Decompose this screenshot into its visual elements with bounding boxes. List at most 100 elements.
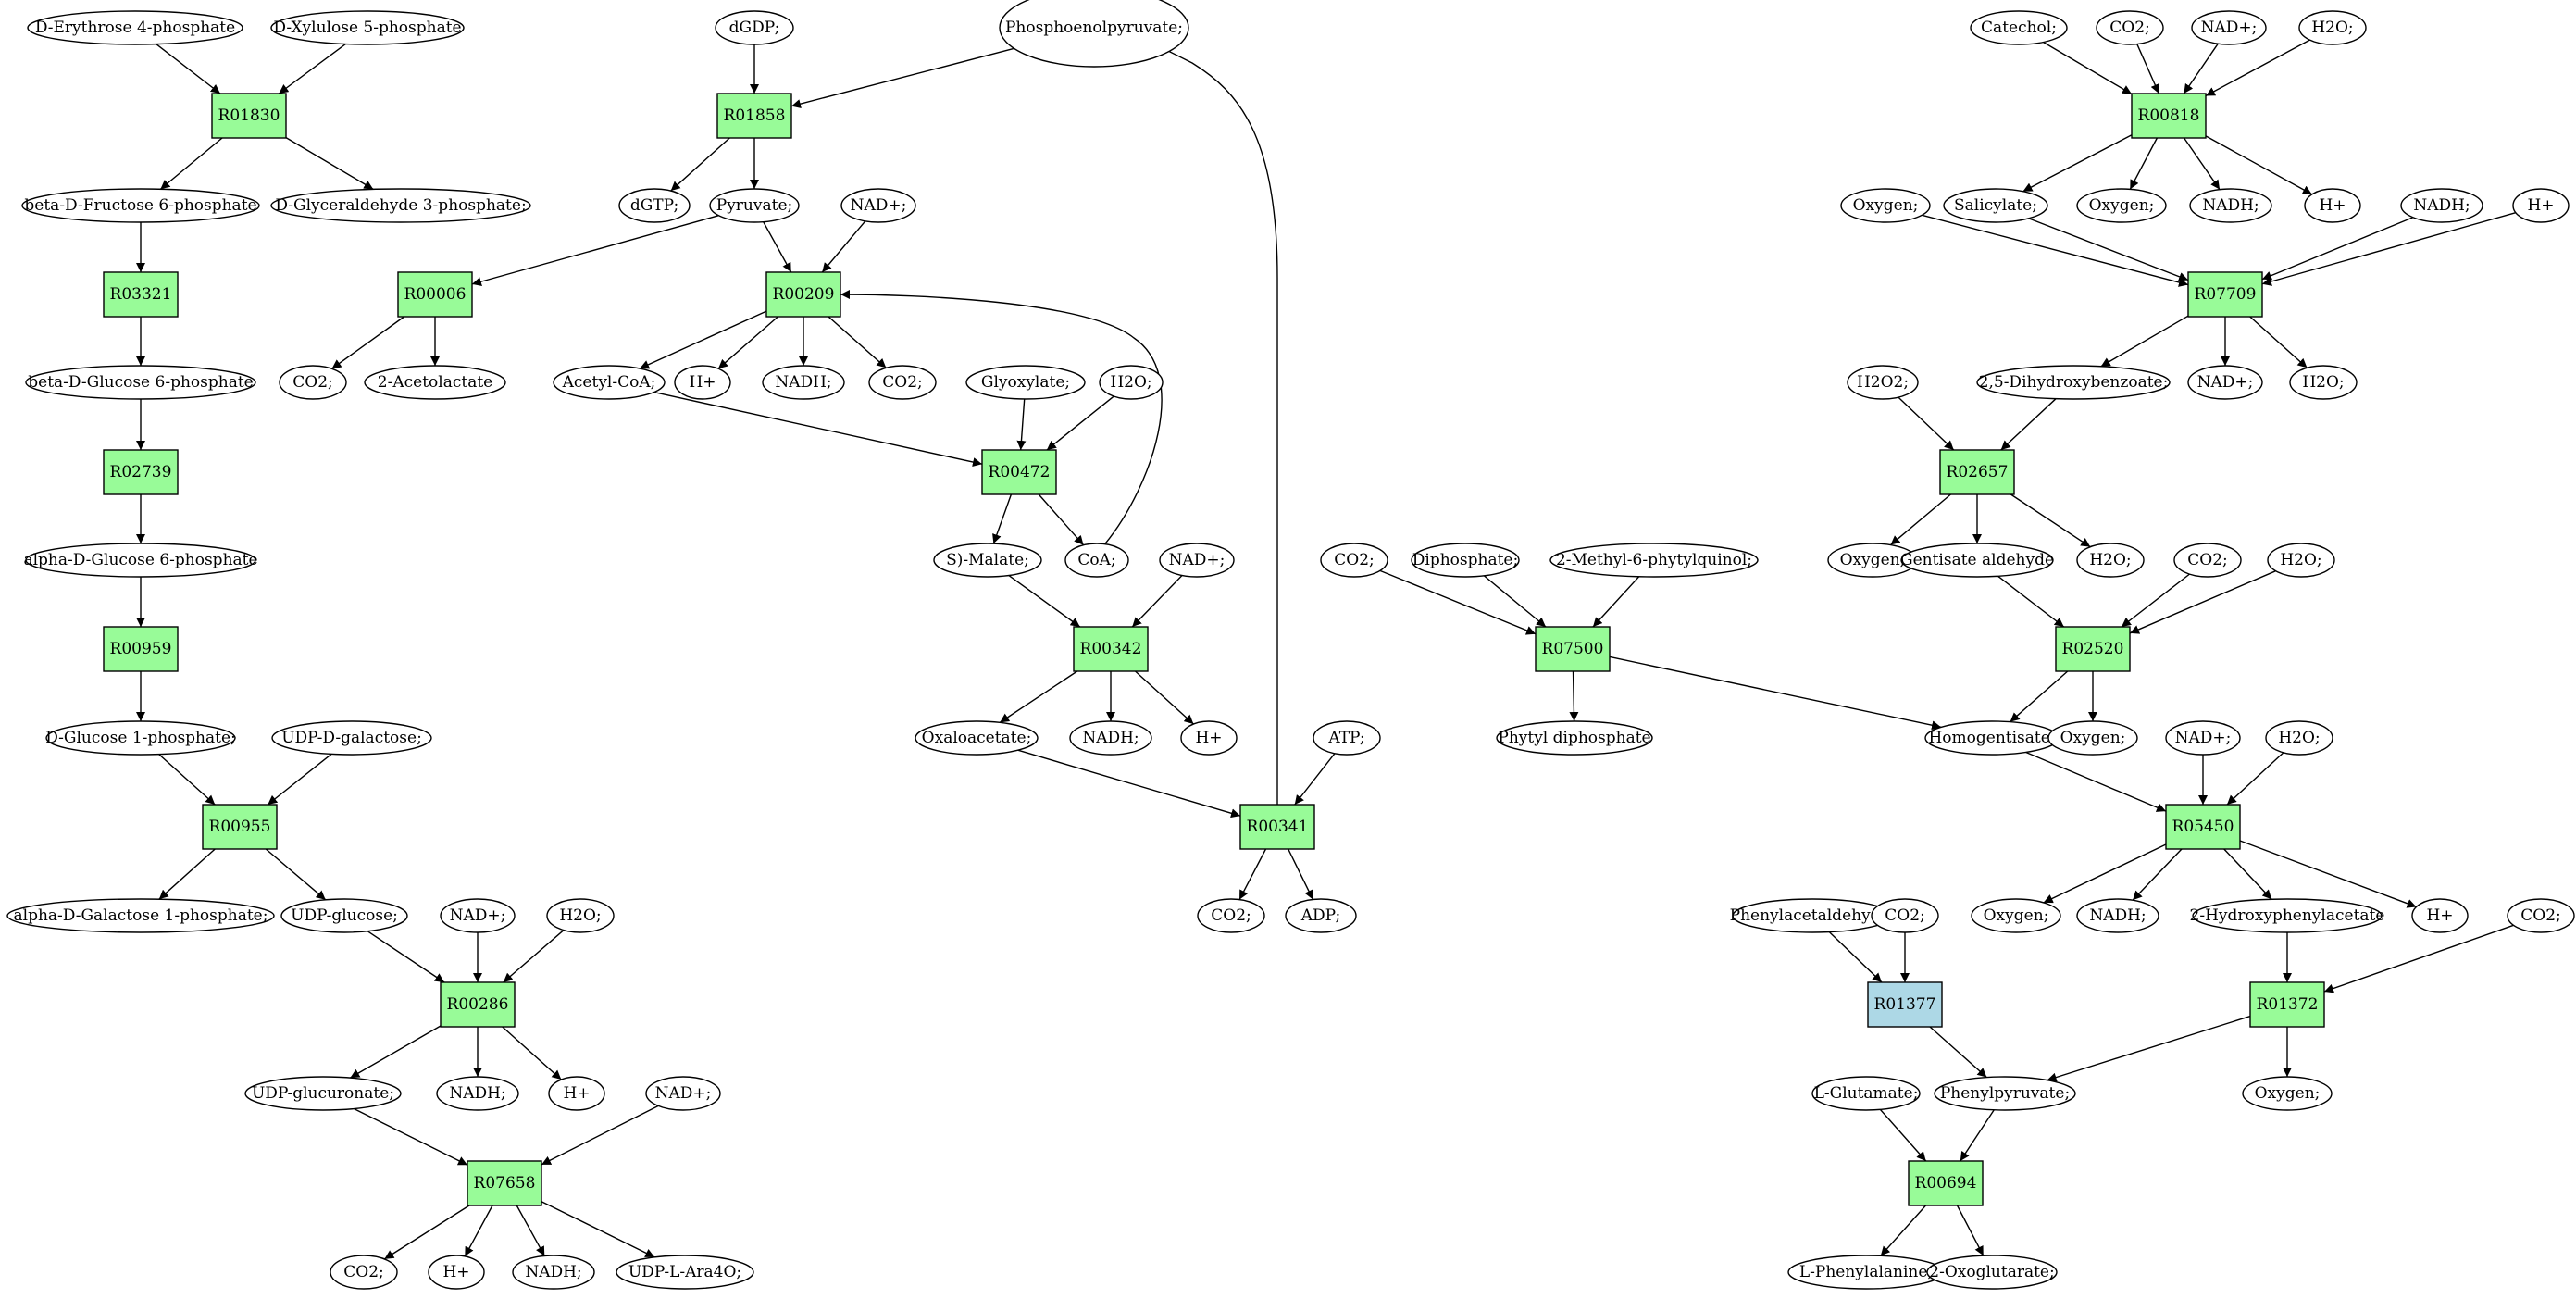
edge-R07658-to-nadh_b bbox=[516, 1205, 545, 1256]
compound-ellipse bbox=[1971, 898, 2061, 933]
compound-ellipse bbox=[546, 898, 615, 933]
compound-ellipse bbox=[2096, 10, 2164, 45]
compound-ellipse bbox=[715, 10, 794, 45]
edge-dipho-to-R07500 bbox=[1483, 575, 1547, 628]
compound-node-h2o_c: H2O; bbox=[2298, 10, 2367, 45]
edge-co2_g-to-R07500 bbox=[1379, 569, 1537, 635]
edge-h_f-to-R07709 bbox=[2261, 211, 2517, 286]
compound-ellipse bbox=[999, 0, 1189, 68]
reaction-box bbox=[440, 981, 516, 1028]
edge-R07709-to-h2o_d bbox=[2249, 316, 2308, 368]
compound-ellipse bbox=[1900, 543, 2054, 578]
compound-ellipse bbox=[512, 1255, 595, 1290]
edge-lglu-to-R00694 bbox=[1879, 1108, 1927, 1162]
node-label: R02657 bbox=[1947, 463, 2009, 481]
compound-node-coa: CoA; bbox=[1064, 543, 1129, 578]
node-label: H+ bbox=[563, 1084, 590, 1103]
node-label: CO2; bbox=[1211, 906, 1251, 925]
reaction-box bbox=[2165, 804, 2241, 850]
compound-node-udpara: UDP-L-Ara4O; bbox=[616, 1255, 754, 1290]
edge-R00694-to-oxog bbox=[1956, 1205, 1985, 1256]
reaction-node-R02739: R02739 bbox=[103, 449, 179, 495]
node-label: R00955 bbox=[209, 818, 271, 836]
compound-node-h2o_e: H2O; bbox=[2076, 543, 2145, 578]
edge-glyox-to-R00472 bbox=[1016, 398, 1027, 451]
compound-node-co2_f: CO2; bbox=[2173, 543, 2242, 578]
node-label: R07658 bbox=[474, 1174, 536, 1193]
compound-node-pyr: Pyruvate; bbox=[709, 188, 800, 223]
compound-ellipse bbox=[1320, 543, 1388, 578]
compound-ellipse bbox=[762, 365, 845, 400]
compound-ellipse bbox=[25, 365, 256, 400]
compound-ellipse bbox=[2076, 543, 2145, 578]
node-label: Oxaloacetate; bbox=[922, 729, 1032, 747]
reaction-box bbox=[1535, 626, 1611, 672]
node-label: R01858 bbox=[724, 106, 786, 125]
compound-ellipse bbox=[21, 188, 260, 223]
node-label: NADH; bbox=[449, 1084, 505, 1103]
node-label: dGTP; bbox=[630, 196, 678, 215]
node-label: L-Phenylalanine; bbox=[1799, 1263, 1933, 1281]
compound-ellipse bbox=[2165, 720, 2241, 756]
edge-R00209-to-accoa bbox=[639, 310, 767, 369]
compound-node-nad_g: NAD+; bbox=[2165, 720, 2241, 756]
node-label: R00286 bbox=[447, 995, 509, 1014]
node-label: ATP; bbox=[1327, 729, 1364, 747]
node-label: NADH; bbox=[2413, 196, 2470, 215]
node-label: alpha-D-Galactose 1-phosphate; bbox=[14, 906, 268, 925]
edge-pep-to-R01858 bbox=[790, 47, 1014, 108]
reaction-box bbox=[981, 449, 1057, 495]
compound-node-lglu: L-Glutamate; bbox=[1811, 1076, 1921, 1111]
reaction-box bbox=[202, 804, 278, 850]
node-label: D-Glucose 1-phosphate; bbox=[45, 729, 236, 747]
node-label: Salicylate; bbox=[1954, 196, 2037, 215]
edge-R01858-to-dgtp bbox=[670, 137, 730, 192]
node-label: Catechol; bbox=[1981, 19, 2057, 37]
compound-ellipse bbox=[1934, 1076, 2076, 1111]
compound-node-e4p: D-Erythrose 4-phosphate bbox=[27, 10, 243, 45]
edge-pyr-to-R00209 bbox=[763, 221, 792, 273]
compound-node-bg6p: beta-D-Glucose 6-phosphate bbox=[25, 365, 256, 400]
compound-ellipse bbox=[2189, 188, 2272, 223]
compound-node-h_b: H+ bbox=[428, 1255, 485, 1290]
edge-R01830-to-g3p bbox=[285, 137, 374, 191]
node-label: CO2; bbox=[2109, 19, 2150, 37]
compound-node-h2o_d: H2O; bbox=[2289, 365, 2358, 400]
node-label: R01377 bbox=[1874, 995, 1936, 1014]
node-label: Oxygen; bbox=[1984, 906, 2049, 925]
compound-node-h_e: H+ bbox=[2304, 188, 2361, 223]
compound-ellipse bbox=[1180, 720, 1238, 756]
edge-nad_b-to-R07658 bbox=[541, 1105, 659, 1166]
edge-R00286-to-udpgluc bbox=[349, 1025, 442, 1079]
edge-h2o_a-to-R00286 bbox=[503, 930, 565, 983]
node-label: 2-Acetolactate bbox=[378, 373, 492, 392]
node-label: Diphosphate; bbox=[1412, 551, 1518, 569]
edge-dhb-to-R02657 bbox=[2000, 398, 2057, 451]
compound-node-nadh_a: NADH; bbox=[436, 1076, 519, 1111]
compound-ellipse bbox=[2267, 543, 2335, 578]
node-label: R00341 bbox=[1247, 818, 1309, 836]
compound-node-co2_e: CO2; bbox=[2096, 10, 2164, 45]
edge-nadh_f-to-R07709 bbox=[2261, 217, 2414, 281]
node-label: Oxygen; bbox=[1853, 196, 1919, 215]
edge-homog-to-R05450 bbox=[2025, 751, 2167, 812]
compound-node-co2_c: CO2; bbox=[868, 365, 937, 400]
reaction-box bbox=[1239, 804, 1315, 850]
compound-node-h_d: H+ bbox=[1180, 720, 1238, 756]
compound-node-atp: ATP; bbox=[1313, 720, 1381, 756]
compound-node-co2_a: CO2; bbox=[330, 1255, 398, 1290]
node-label: H2O2; bbox=[1857, 373, 1909, 392]
compound-ellipse bbox=[270, 188, 531, 223]
reaction-node-R00955: R00955 bbox=[202, 804, 278, 850]
reaction-box bbox=[2131, 93, 2207, 139]
edge-h2o_b-to-R00472 bbox=[1046, 395, 1114, 451]
compound-node-nad_a: NAD+; bbox=[440, 898, 516, 933]
edge-R00818-to-nadh_e bbox=[2184, 137, 2221, 191]
node-label: R05450 bbox=[2172, 818, 2234, 836]
compound-ellipse bbox=[27, 10, 243, 45]
edge-R00209-to-h_c bbox=[717, 316, 778, 369]
compound-ellipse bbox=[440, 898, 516, 933]
node-label: R02739 bbox=[110, 463, 172, 481]
compound-node-co2_g: CO2; bbox=[1320, 543, 1388, 578]
